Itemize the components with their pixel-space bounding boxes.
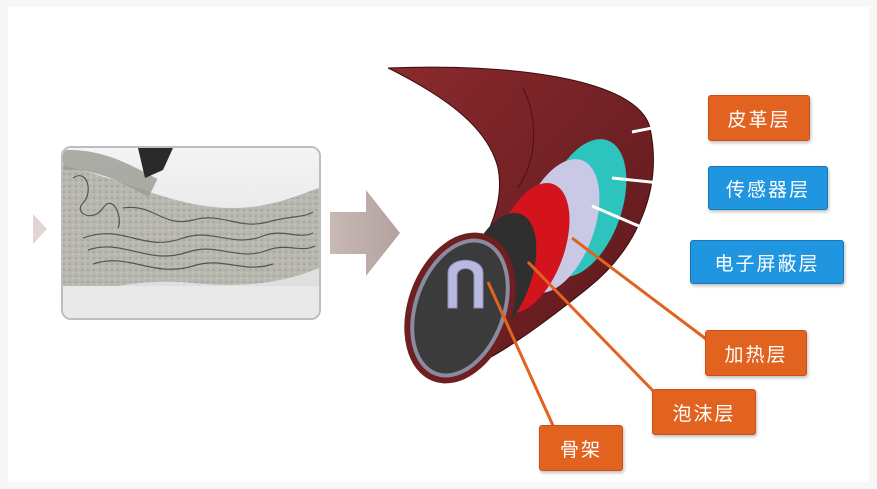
label-sensor: 传感器层 bbox=[708, 166, 828, 210]
label-foam: 泡沫层 bbox=[652, 389, 756, 435]
label-heating: 加热层 bbox=[705, 330, 807, 376]
label-shield: 电子屏蔽层 bbox=[690, 240, 844, 284]
label-leather: 皮革层 bbox=[708, 95, 810, 141]
label-skeleton: 骨架 bbox=[539, 425, 623, 471]
